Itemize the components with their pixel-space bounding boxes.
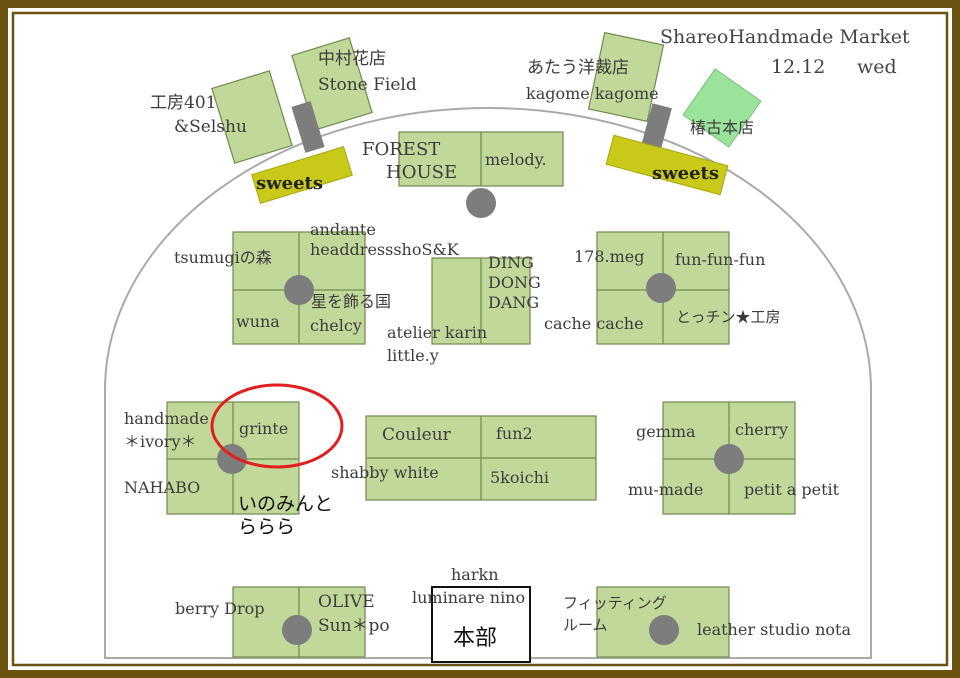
- inner-frame: [11, 11, 949, 667]
- label-shabby: shabby white: [331, 463, 439, 482]
- label-melody: melody.: [485, 150, 547, 169]
- label-sunpo: Sun＊po: [318, 616, 390, 636]
- label-little-y: little.y: [387, 346, 439, 365]
- booth-atau: [587, 31, 665, 123]
- label-stone-field: Stone Field: [318, 75, 417, 95]
- pillar-left: [291, 101, 325, 153]
- label-gemma: gemma: [636, 422, 696, 441]
- pillar-fitting: [649, 615, 679, 645]
- label-cache: cache cache: [544, 314, 644, 333]
- label-sweets-right: sweets: [652, 163, 719, 184]
- pillar-meg: [646, 273, 676, 303]
- label-inomin-line1: いのみんと: [238, 493, 334, 515]
- label-tocchin: とっチン★工房: [676, 308, 781, 326]
- label-kagome: kagome kagome: [526, 84, 659, 103]
- label-tsumugi: tsumugiの森: [174, 248, 272, 267]
- booth-block-couleur: [365, 415, 597, 501]
- label-nakamura: 中村花店: [318, 49, 386, 69]
- label-koichi: 5koichi: [490, 468, 550, 487]
- label-house: HOUSE: [386, 162, 458, 183]
- label-petit: petit a petit: [744, 480, 840, 499]
- label-grinte: grinte: [239, 419, 289, 438]
- pillar-tsumugi: [284, 275, 314, 305]
- booth-dingdongdang: [431, 257, 531, 345]
- label-funfunfun: fun-fun-fun: [675, 250, 766, 269]
- market-title: ShareoHandmade Market: [660, 26, 910, 48]
- pillar-right: [640, 103, 672, 155]
- label-chelcy: chelcy: [310, 316, 362, 335]
- label-forest: FOREST: [362, 139, 441, 160]
- label-sweets-left: sweets: [256, 173, 323, 194]
- label-andante: andante: [310, 220, 376, 239]
- venue-outline: [104, 107, 872, 659]
- label-dang: DANG: [488, 293, 540, 312]
- label-handmade: handmade: [124, 409, 209, 428]
- market-weekday: wed: [857, 56, 897, 78]
- label-tsubaki: 椿古本店: [690, 118, 755, 137]
- label-harkn: harkn: [451, 565, 499, 584]
- pillar-berry: [282, 615, 312, 645]
- label-olive: OLIVE: [318, 592, 375, 612]
- label-ding: DING: [488, 253, 534, 272]
- label-atelier-karin: atelier karin: [387, 323, 488, 342]
- sweets-right-table: [605, 134, 729, 196]
- label-inomin-line2: ららら: [238, 516, 296, 538]
- label-kobo401: 工房401: [150, 93, 217, 113]
- label-selshu: &Selshu: [174, 117, 247, 137]
- label-headdress: headdressshoS&K: [310, 240, 459, 259]
- label-hoshi: 星を飾る国: [311, 292, 392, 311]
- label-atau: あたう洋裁店: [527, 58, 629, 78]
- label-nahabo: NAHABO: [124, 478, 201, 497]
- label-fitting-line1: フィッティング: [563, 594, 667, 612]
- booth-kobo401: [211, 70, 293, 164]
- label-dong: DONG: [488, 273, 541, 292]
- label-wuna: wuna: [236, 312, 280, 331]
- booth-tsubaki: [682, 68, 762, 148]
- honbu-booth: [431, 586, 531, 663]
- label-berry: berry Drop: [175, 599, 265, 618]
- pillar-gemma: [714, 444, 744, 474]
- label-meg: 178.meg: [574, 247, 645, 266]
- label-honbu: 本部: [453, 626, 498, 651]
- label-luminare: luminare nino: [412, 588, 526, 607]
- label-couleur: Couleur: [382, 425, 451, 445]
- label-fun2: fun2: [496, 424, 533, 443]
- market-date: 12.12: [771, 56, 826, 78]
- highlight-circle: [210, 383, 344, 469]
- label-fitting-line2: ルーム: [563, 616, 608, 634]
- label-cherry: cherry: [735, 420, 789, 439]
- label-ivory: ＊ivory＊: [124, 432, 197, 451]
- booth-forest-melody: [398, 131, 564, 187]
- sweets-left-table: [251, 145, 353, 205]
- label-mumade: mu-made: [628, 480, 704, 499]
- label-leather: leather studio nota: [697, 620, 851, 639]
- pillar-forest: [466, 188, 496, 218]
